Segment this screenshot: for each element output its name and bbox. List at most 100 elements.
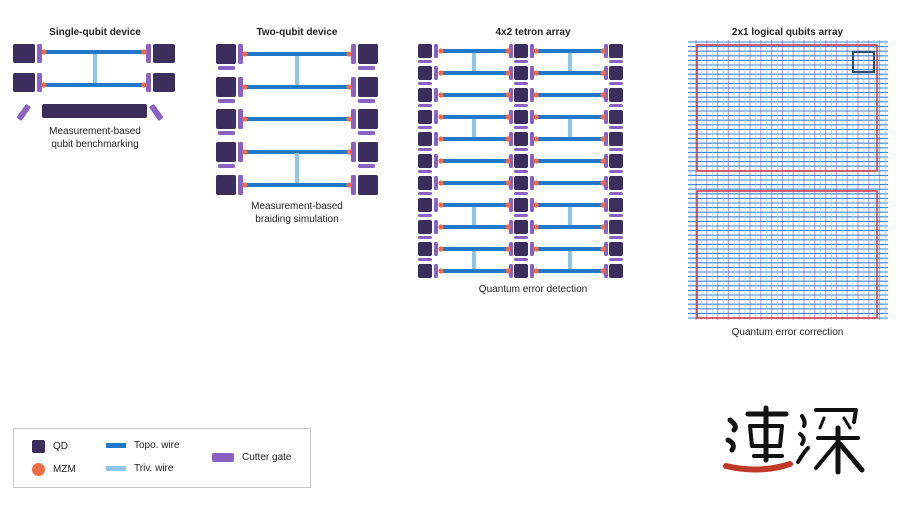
topo-wire-mark bbox=[441, 137, 508, 141]
topo-wire-mark bbox=[441, 203, 508, 207]
cutter-gate-mark bbox=[604, 198, 608, 212]
mzm-mark bbox=[600, 246, 606, 252]
qd-mark bbox=[418, 132, 432, 146]
topo-wire-mark bbox=[245, 52, 349, 56]
qd-mark bbox=[609, 220, 623, 234]
mzm-mark bbox=[242, 116, 248, 122]
cutter-gate-mark bbox=[609, 236, 623, 239]
qd-mark bbox=[514, 242, 528, 256]
cutter-gate-mark bbox=[514, 236, 528, 239]
cutter-gate-mark bbox=[434, 264, 438, 278]
mzm-mark bbox=[141, 49, 147, 55]
logical-array-title: 2x1 logical qubits array bbox=[731, 27, 844, 38]
mzm-mark bbox=[505, 268, 511, 274]
mzm-swatch-icon bbox=[32, 463, 45, 476]
logical-qubit-2-outline bbox=[696, 190, 878, 319]
cutter-gate-mark bbox=[351, 175, 356, 195]
qd-mark bbox=[216, 109, 236, 129]
cutter-gate-mark bbox=[509, 110, 513, 124]
mzm-mark bbox=[533, 114, 539, 120]
legend-triv-label: Triv. wire bbox=[134, 463, 174, 474]
tetron-highlight-box bbox=[852, 51, 875, 73]
mzm-mark bbox=[600, 114, 606, 120]
topo-wire-mark bbox=[245, 150, 349, 154]
mzm-mark bbox=[438, 92, 444, 98]
cutter-gate-mark bbox=[238, 175, 243, 195]
qd-mark bbox=[514, 220, 528, 234]
qd-mark bbox=[418, 198, 432, 212]
topo-wire-mark bbox=[536, 269, 603, 273]
mzm-mark bbox=[505, 246, 511, 252]
legend-triv: Triv. wire bbox=[106, 463, 173, 474]
qd-mark bbox=[418, 264, 432, 278]
qd-mark bbox=[514, 176, 528, 190]
cutter-gate-mark bbox=[434, 154, 438, 168]
triv-wire-mark bbox=[568, 119, 572, 137]
cutter-gate-mark bbox=[434, 66, 438, 80]
cutter-gate-mark bbox=[514, 214, 528, 217]
qd-swatch-icon bbox=[32, 440, 45, 453]
cutter-gate-mark bbox=[530, 220, 534, 234]
cutter-gate-mark bbox=[514, 82, 528, 85]
cutter-gate-mark bbox=[351, 77, 356, 97]
cutter-gate-mark bbox=[434, 44, 438, 58]
qd-mark bbox=[418, 220, 432, 234]
qd-mark bbox=[418, 154, 432, 168]
mzm-mark bbox=[438, 70, 444, 76]
mzm-mark bbox=[533, 136, 539, 142]
cutter-gate-mark bbox=[418, 236, 432, 239]
legend-qd: QD bbox=[32, 440, 68, 453]
qd-mark bbox=[418, 44, 432, 58]
mzm-mark bbox=[438, 202, 444, 208]
mzm-mark bbox=[600, 92, 606, 98]
triv-wire-mark bbox=[472, 53, 476, 71]
qd-mark bbox=[609, 198, 623, 212]
mzm-mark bbox=[346, 84, 352, 90]
topo-wire-mark bbox=[44, 50, 144, 54]
qd-mark bbox=[514, 264, 528, 278]
cutter-gate-mark bbox=[418, 82, 432, 85]
cutter-gate-mark bbox=[218, 131, 235, 135]
qd-mark bbox=[609, 110, 623, 124]
qd-mark bbox=[514, 88, 528, 102]
legend-topo-label: Topo. wire bbox=[134, 440, 180, 451]
qd-mark bbox=[153, 44, 175, 63]
cutter-gate-mark bbox=[358, 66, 375, 70]
legend-mzm: MZM bbox=[32, 463, 76, 476]
cutter-gate-mark bbox=[434, 88, 438, 102]
single-qubit-caption: Measurement-based qubit benchmarking bbox=[20, 125, 170, 151]
cutter-gate-mark bbox=[509, 198, 513, 212]
topo-wire-mark bbox=[441, 269, 508, 273]
qd-mark bbox=[358, 142, 378, 162]
mzm-mark bbox=[505, 48, 511, 54]
mzm-mark bbox=[505, 224, 511, 230]
mzm-mark bbox=[438, 268, 444, 274]
qd-mark bbox=[609, 132, 623, 146]
cutter-gate-mark bbox=[434, 198, 438, 212]
legend-topo: Topo. wire bbox=[106, 440, 180, 451]
topo-wire-mark bbox=[245, 117, 349, 121]
cutter-gate-mark bbox=[434, 110, 438, 124]
cutter-gate-mark bbox=[434, 220, 438, 234]
cutter-gate-mark bbox=[609, 214, 623, 217]
cutter-gate-mark bbox=[37, 44, 42, 63]
mzm-mark bbox=[533, 224, 539, 230]
cutter-gate-mark bbox=[604, 176, 608, 190]
cutter-gate-mark bbox=[509, 220, 513, 234]
mzm-mark bbox=[505, 180, 511, 186]
qd-mark bbox=[153, 73, 175, 92]
triv-wire-mark bbox=[93, 54, 97, 83]
mzm-mark bbox=[346, 149, 352, 155]
mzm-mark bbox=[533, 180, 539, 186]
triv-wire-mark bbox=[472, 251, 476, 269]
single-qubit-title: Single-qubit device bbox=[49, 27, 141, 38]
cutter-gate-mark bbox=[238, 77, 243, 97]
cutter-gate-mark bbox=[609, 126, 623, 129]
qd-mark bbox=[358, 77, 378, 97]
qd-mark bbox=[418, 176, 432, 190]
mzm-mark bbox=[533, 70, 539, 76]
mzm-mark bbox=[600, 224, 606, 230]
cutter-gate-mark bbox=[530, 154, 534, 168]
cutter-gate-mark bbox=[351, 142, 356, 162]
two-caption-line-2: braiding simulation bbox=[255, 214, 339, 225]
